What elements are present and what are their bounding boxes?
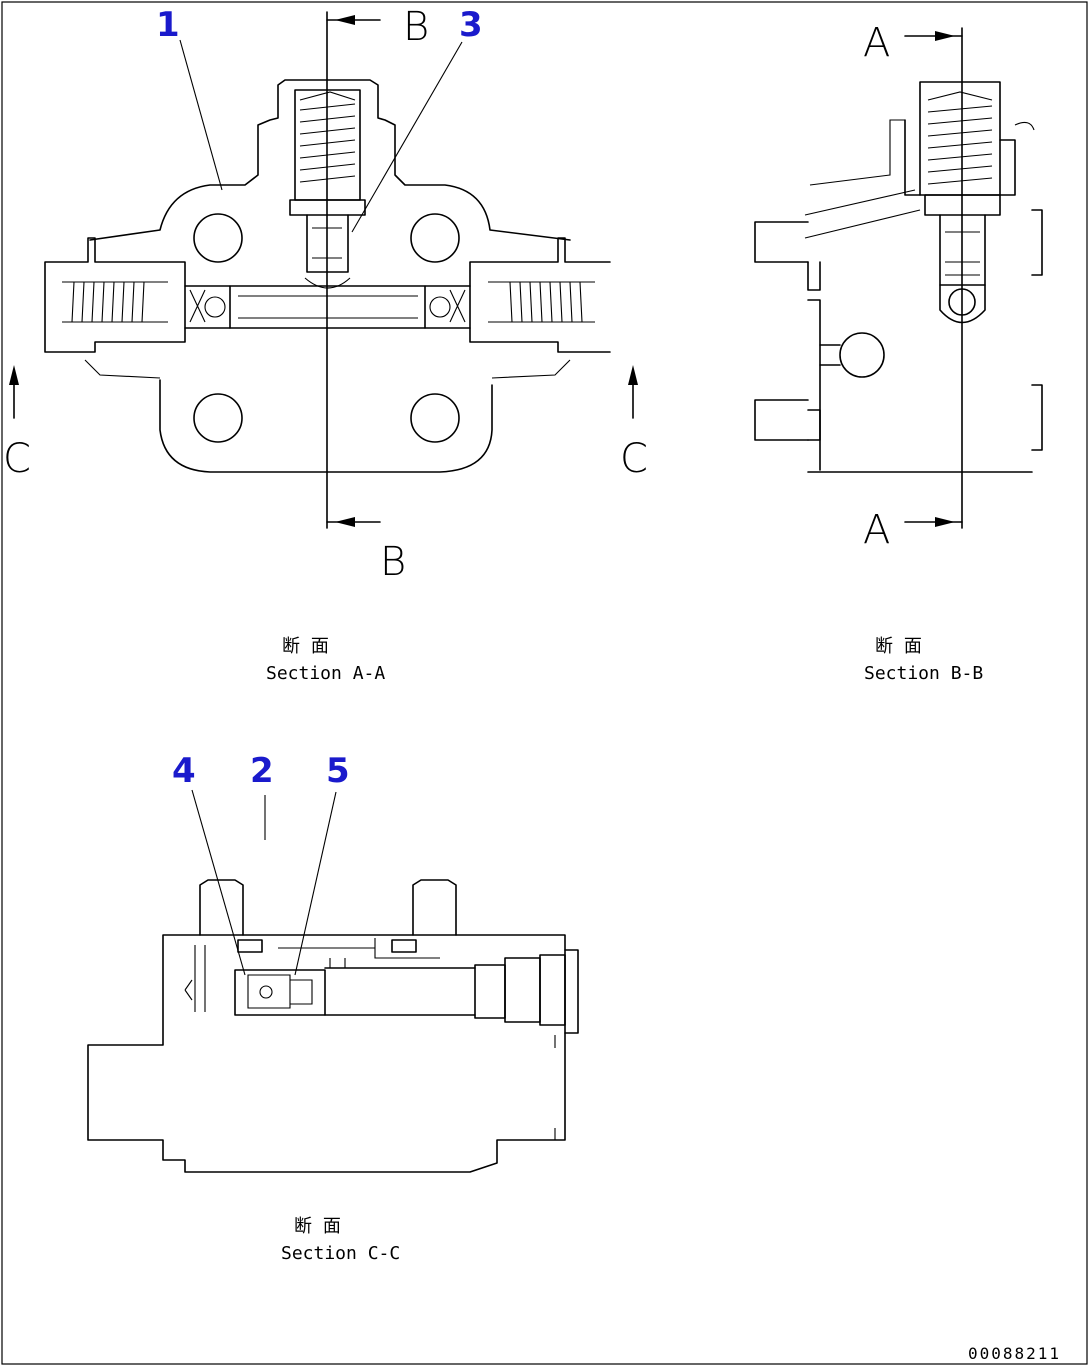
- cut-mark-c-right: C: [620, 436, 648, 482]
- section-aa-view: B B C C 1 3 断 面 Section A-A: [3, 4, 648, 684]
- callout-1: 1: [156, 5, 180, 45]
- section-cc-title-en: Section C-C: [281, 1243, 400, 1264]
- callout-5: 5: [326, 751, 350, 791]
- callout-3: 3: [459, 5, 483, 45]
- cut-mark-b-bottom: B: [380, 539, 406, 585]
- section-cc-title-jp: 断 面: [294, 1216, 341, 1237]
- section-bb-view: A A 断 面 Section B-B: [754, 20, 1043, 684]
- section-aa-title-jp: 断 面: [282, 636, 329, 657]
- callout-4: 4: [172, 751, 196, 791]
- drawing-code: 00088211: [968, 1344, 1061, 1363]
- cut-mark-b-top: B: [403, 4, 429, 50]
- section-aa-title-en: Section A-A: [266, 663, 385, 684]
- section-bb-title-en: Section B-B: [864, 663, 983, 684]
- cut-mark-a-bottom: A: [863, 507, 890, 553]
- callout-2: 2: [250, 751, 274, 791]
- cut-mark-c-left: C: [3, 436, 31, 482]
- section-bb-title-jp: 断 面: [875, 636, 922, 657]
- cut-mark-a-top: A: [863, 20, 890, 66]
- section-cc-view: 4 2 5 断 面 Section C-C: [87, 751, 579, 1264]
